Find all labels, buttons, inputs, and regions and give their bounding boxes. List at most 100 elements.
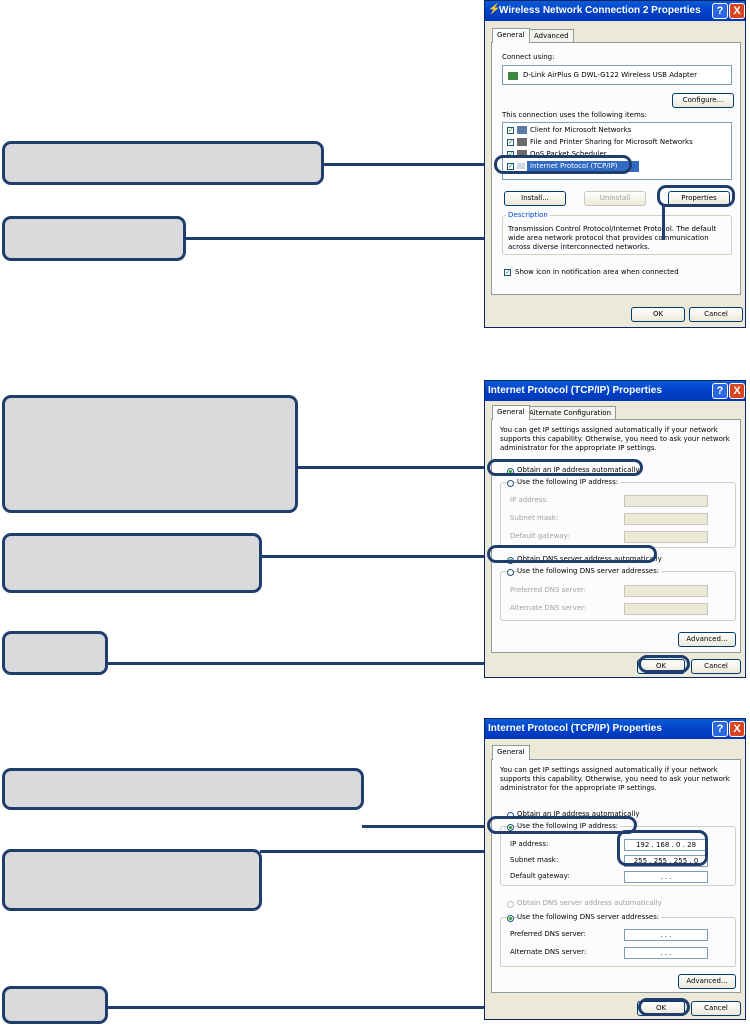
alternate-dns-label: Alternate DNS server: bbox=[510, 948, 587, 956]
close-button[interactable]: X bbox=[729, 383, 745, 399]
dialog2-titlebar: Internet Protocol (TCP/IP) Properties ? … bbox=[485, 381, 745, 401]
tab-general[interactable]: General bbox=[492, 745, 530, 760]
help-button[interactable]: ? bbox=[712, 721, 728, 737]
help-button[interactable]: ? bbox=[712, 383, 728, 399]
callout-box-1 bbox=[2, 141, 324, 185]
intro-text: You can get IP settings assigned automat… bbox=[500, 766, 730, 792]
show-icon-label: Show icon in notification area when conn… bbox=[515, 268, 679, 276]
subnet-mask-field bbox=[624, 513, 708, 525]
adapter-box: D-Link AirPlus G DWL-G122 Wireless USB A… bbox=[502, 65, 732, 85]
dns-group bbox=[500, 917, 736, 967]
selected-item-highlight bbox=[527, 161, 639, 172]
network-icon: ⚡ bbox=[488, 4, 501, 15]
description-group bbox=[502, 215, 732, 255]
list-item[interactable]: File and Printer Sharing for Microsoft N… bbox=[530, 138, 693, 146]
list-item-selected[interactable]: Internet Protocol (TCP/IP) bbox=[530, 162, 618, 170]
callout-box-6 bbox=[2, 768, 364, 810]
leader-line-5 bbox=[106, 662, 640, 665]
use-dns-radio[interactable] bbox=[507, 915, 514, 922]
obtain-dns-label: Obtain DNS server address automatically bbox=[517, 555, 662, 563]
items-label: This connection uses the following items… bbox=[502, 111, 647, 119]
close-button[interactable]: X bbox=[729, 721, 745, 737]
item-checkbox-client[interactable]: ✓ bbox=[507, 126, 514, 134]
leader-line-3 bbox=[296, 466, 488, 469]
tab-alternate-configuration[interactable]: Alternate Configuration bbox=[524, 406, 617, 420]
tab-general[interactable]: General bbox=[492, 405, 530, 420]
use-ip-label: Use the following IP address: bbox=[517, 822, 621, 830]
default-gateway-label: Default gateway: bbox=[510, 532, 570, 540]
preferred-dns-label: Preferred DNS server: bbox=[510, 586, 587, 594]
connect-using-label: Connect using: bbox=[502, 53, 555, 61]
alternate-dns-field bbox=[624, 603, 708, 615]
network-adapter-icon bbox=[508, 72, 518, 80]
list-item[interactable]: QoS Packet Scheduler bbox=[530, 150, 607, 158]
cancel-button[interactable]: Cancel bbox=[691, 659, 741, 674]
highlight-ring-tcpip-item bbox=[494, 155, 632, 174]
highlight-ring-properties bbox=[657, 185, 735, 207]
uninstall-button: Uninstall bbox=[584, 191, 646, 206]
default-gateway-field bbox=[624, 531, 708, 543]
dialog2-general-panel: You can get IP settings assigned automat… bbox=[491, 419, 741, 653]
components-list: ✓ Client for Microsoft Networks ✓ File a… bbox=[502, 122, 732, 180]
ip-address-label: IP address: bbox=[510, 840, 549, 848]
intro-text: You can get IP settings assigned automat… bbox=[500, 426, 730, 452]
alternate-dns-field[interactable]: . . . bbox=[624, 947, 708, 959]
tab-general[interactable]: General bbox=[492, 28, 530, 43]
ok-button[interactable]: OK bbox=[631, 307, 685, 322]
dialog-tcpip-properties-auto: Internet Protocol (TCP/IP) Properties ? … bbox=[484, 380, 746, 678]
leader-line-1 bbox=[322, 163, 497, 166]
default-gateway-field[interactable]: . . . bbox=[624, 871, 708, 883]
use-dns-radio[interactable] bbox=[507, 569, 514, 576]
tab-advanced[interactable]: Advanced bbox=[529, 29, 574, 43]
advanced-button[interactable]: Advanced... bbox=[678, 974, 736, 989]
help-button[interactable]: ? bbox=[712, 3, 728, 19]
leader-line-2-riser bbox=[662, 205, 665, 240]
leader-line-8 bbox=[106, 1006, 640, 1009]
list-item[interactable]: Client for Microsoft Networks bbox=[530, 126, 632, 134]
preferred-dns-field bbox=[624, 585, 708, 597]
highlight-ring-ip-fields bbox=[617, 830, 708, 866]
item-checkbox-sharing[interactable]: ✓ bbox=[507, 138, 514, 146]
dialog-tcpip-properties-static: Internet Protocol (TCP/IP) Properties ? … bbox=[484, 718, 746, 1020]
client-icon bbox=[517, 126, 527, 134]
obtain-dns-label: Obtain DNS server address automatically bbox=[517, 899, 662, 907]
use-ip-radio[interactable] bbox=[507, 824, 514, 831]
show-icon-checkbox[interactable]: ✓ bbox=[504, 268, 511, 276]
preferred-dns-label: Preferred DNS server: bbox=[510, 930, 587, 938]
description-label: Description bbox=[506, 211, 550, 219]
use-ip-radio[interactable] bbox=[507, 480, 514, 487]
callout-box-7 bbox=[2, 849, 262, 911]
cancel-button[interactable]: Cancel bbox=[689, 307, 743, 322]
item-checkbox-tcpip[interactable]: ✓ bbox=[507, 162, 514, 170]
preferred-dns-field[interactable]: . . . bbox=[624, 929, 708, 941]
dialog1-general-panel: Connect using: D-Link AirPlus G DWL-G122… bbox=[491, 42, 741, 295]
callout-box-4 bbox=[2, 533, 262, 593]
protocol-icon bbox=[517, 163, 525, 169]
dialog-wireless-properties: ⚡ Wireless Network Connection 2 Properti… bbox=[484, 0, 746, 328]
description-text: Transmission Control Protocol/Internet P… bbox=[508, 225, 717, 251]
cancel-button[interactable]: Cancel bbox=[691, 1001, 741, 1016]
advanced-button[interactable]: Advanced... bbox=[678, 632, 736, 647]
close-button[interactable]: X bbox=[729, 3, 745, 19]
scheduler-icon bbox=[517, 150, 527, 158]
obtain-ip-label: Obtain an IP address automatically bbox=[517, 466, 640, 474]
leader-line-4 bbox=[260, 555, 488, 558]
configure-button[interactable]: Configure... bbox=[672, 93, 734, 108]
subnet-mask-label: Subnet mask: bbox=[510, 514, 559, 522]
obtain-dns-radio bbox=[507, 901, 514, 908]
callout-box-3 bbox=[2, 395, 298, 513]
callout-box-5 bbox=[2, 631, 108, 675]
dialog1-titlebar: ⚡ Wireless Network Connection 2 Properti… bbox=[485, 1, 745, 21]
install-button[interactable]: Install... bbox=[504, 191, 566, 206]
alternate-dns-label: Alternate DNS server: bbox=[510, 604, 587, 612]
dialog3-titlebar: Internet Protocol (TCP/IP) Properties ? … bbox=[485, 719, 745, 739]
use-dns-label: Use the following DNS server addresses: bbox=[517, 567, 662, 575]
dialog3-title: Internet Protocol (TCP/IP) Properties bbox=[488, 723, 662, 734]
highlight-ring-obtain-dns bbox=[487, 545, 657, 563]
printer-sharing-icon bbox=[517, 138, 527, 146]
use-ip-label: Use the following IP address: bbox=[517, 478, 621, 486]
leader-line-6 bbox=[362, 825, 488, 828]
ip-address-field bbox=[624, 495, 708, 507]
dialog1-title: Wireless Network Connection 2 Properties bbox=[499, 5, 701, 16]
leader-line-2 bbox=[184, 237, 664, 240]
